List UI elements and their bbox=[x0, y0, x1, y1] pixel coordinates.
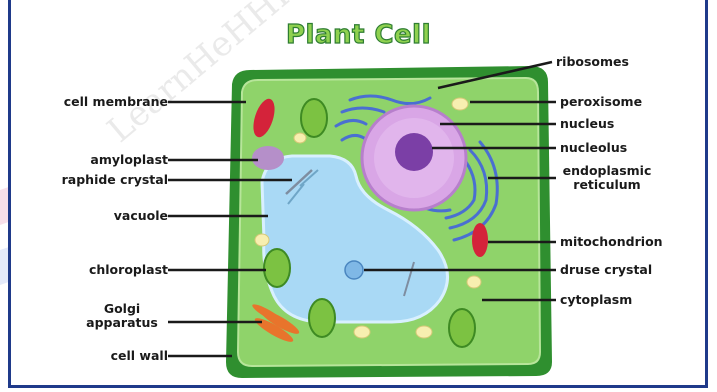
label-druse-crystal: druse crystal bbox=[560, 263, 652, 277]
label-er-line1: endoplasmic bbox=[552, 164, 662, 178]
label-nucleus: nucleus bbox=[560, 117, 614, 131]
label-raphide-crystal: raphide crystal bbox=[20, 173, 168, 187]
label-ribosomes: ribosomes bbox=[556, 55, 629, 69]
label-nucleolus: nucleolus bbox=[560, 141, 627, 155]
amyloplast bbox=[252, 146, 284, 170]
druse-crystal bbox=[345, 261, 363, 279]
label-cell-membrane: cell membrane bbox=[20, 95, 168, 109]
label-chloroplast: chloroplast bbox=[20, 263, 168, 277]
label-er-line2: reticulum bbox=[552, 178, 662, 192]
label-golgi-line2: apparatus bbox=[82, 316, 162, 330]
label-cytoplasm: cytoplasm bbox=[560, 293, 632, 307]
mitochondrion-2 bbox=[472, 223, 488, 257]
nucleolus bbox=[395, 133, 433, 171]
label-amyloplast: amyloplast bbox=[20, 153, 168, 167]
label-golgi-line1: Golgi bbox=[82, 302, 162, 316]
label-mitochondrion: mitochondrion bbox=[560, 235, 663, 249]
label-cell-wall: cell wall bbox=[20, 349, 168, 363]
label-peroxisome: peroxisome bbox=[560, 95, 642, 109]
label-vacuole: vacuole bbox=[20, 209, 168, 223]
